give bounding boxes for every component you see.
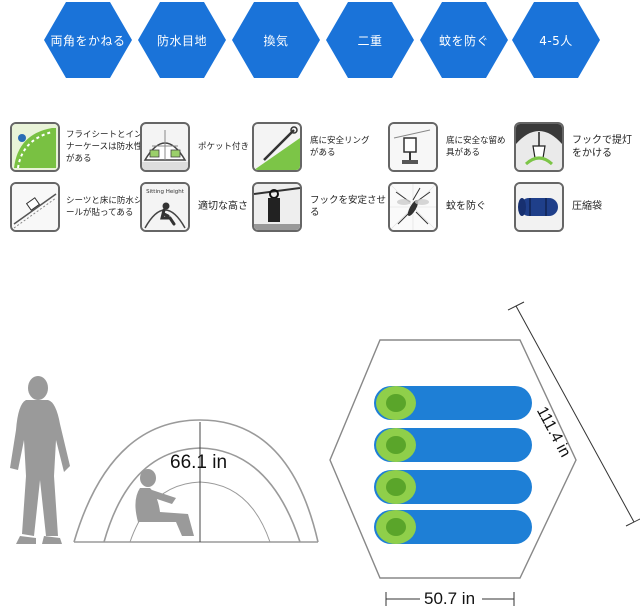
hex-badge-capacity: 4-5人	[512, 2, 600, 78]
sitting-height-caption: Sitting Height	[146, 189, 185, 195]
feature-fastener: 底に安全な留め具がある	[388, 122, 510, 172]
feature-seam-seal: シーツと床に防水シールが貼ってある	[10, 182, 144, 232]
top-view-diagram	[329, 301, 640, 606]
feature-text: フックを安定させる	[310, 195, 387, 218]
feature-banner: 両角をかねる 防水目地 換気 二重 蚊を防ぐ 4-5人	[0, 0, 640, 80]
hex-label: 防水目地	[156, 33, 207, 48]
width-label: 50.7 in	[424, 589, 476, 608]
sitting-person-silhouette	[135, 469, 194, 536]
hex-label: 換気	[263, 33, 289, 48]
hex-badge-double-layer: 二重	[326, 2, 414, 78]
hex-badge-corners: 両角をかねる	[44, 2, 132, 78]
standing-person-silhouette	[10, 376, 70, 544]
hex-label: 蚊を防ぐ	[438, 33, 489, 48]
feature-text: 圧縮袋	[572, 201, 602, 212]
fastener-icon	[388, 122, 438, 172]
hook-secure-icon	[252, 182, 302, 232]
hex-label: 二重	[357, 33, 383, 48]
feature-text: ポケット付き	[198, 142, 250, 152]
hex-label: 両角をかねる	[50, 33, 126, 48]
fly-sheet-icon	[10, 122, 60, 172]
sleeping-bag	[374, 428, 532, 462]
sleeping-bag	[374, 386, 532, 420]
sleeping-bag	[374, 470, 532, 504]
feature-text: 蚊を防ぐ	[446, 201, 486, 212]
side-view-diagram	[10, 376, 319, 544]
tent-floor-outline	[329, 339, 577, 579]
mosquito-icon	[388, 182, 438, 232]
tent-dome-outline	[73, 419, 319, 543]
lamp-hook-icon	[514, 122, 564, 172]
feature-pocket: ポケット付き	[140, 122, 276, 172]
hex-badge-ventilation: 換気	[232, 2, 320, 78]
feature-floor-ring: 底に安全リングがある	[252, 122, 370, 172]
feature-sitting-height: Sitting Height 適切な高さ	[140, 182, 258, 232]
feature-text: 底に安全リングがある	[310, 136, 370, 158]
hex-badge-waterproof-seams: 防水目地	[138, 2, 226, 78]
hex-badge-mosquito: 蚊を防ぐ	[420, 2, 508, 78]
sleeping-bag	[374, 510, 532, 544]
feature-text: フライシートとインナーケースは防水性がある	[66, 130, 143, 164]
feature-text: 底に安全な留め具がある	[446, 136, 506, 158]
feature-text: 適切な高さ	[198, 201, 248, 212]
feature-text: シーツと床に防水シールが貼ってある	[66, 196, 143, 218]
feature-text: フックで提灯をかける	[572, 135, 632, 159]
seam-seal-icon	[10, 182, 60, 232]
hex-label: 4-5人	[539, 33, 573, 48]
feature-lamp-hook: フックで提灯をかける	[514, 122, 632, 172]
length-dimension-line	[515, 305, 635, 523]
feature-mosquito: 蚊を防ぐ	[388, 182, 506, 232]
sitting-height-icon: Sitting Height	[140, 182, 190, 232]
height-label: 66.1 in	[170, 452, 228, 473]
compression-bag-icon	[514, 182, 564, 232]
feature-compression-bag: 圧縮袋	[514, 182, 632, 232]
feature-fly-sheet: フライシートとインナーケースは防水性がある	[10, 122, 144, 172]
floor-ring-icon	[252, 122, 302, 172]
tent-pocket-icon	[140, 122, 190, 172]
feature-hook-secure: フックを安定させる	[252, 182, 386, 232]
